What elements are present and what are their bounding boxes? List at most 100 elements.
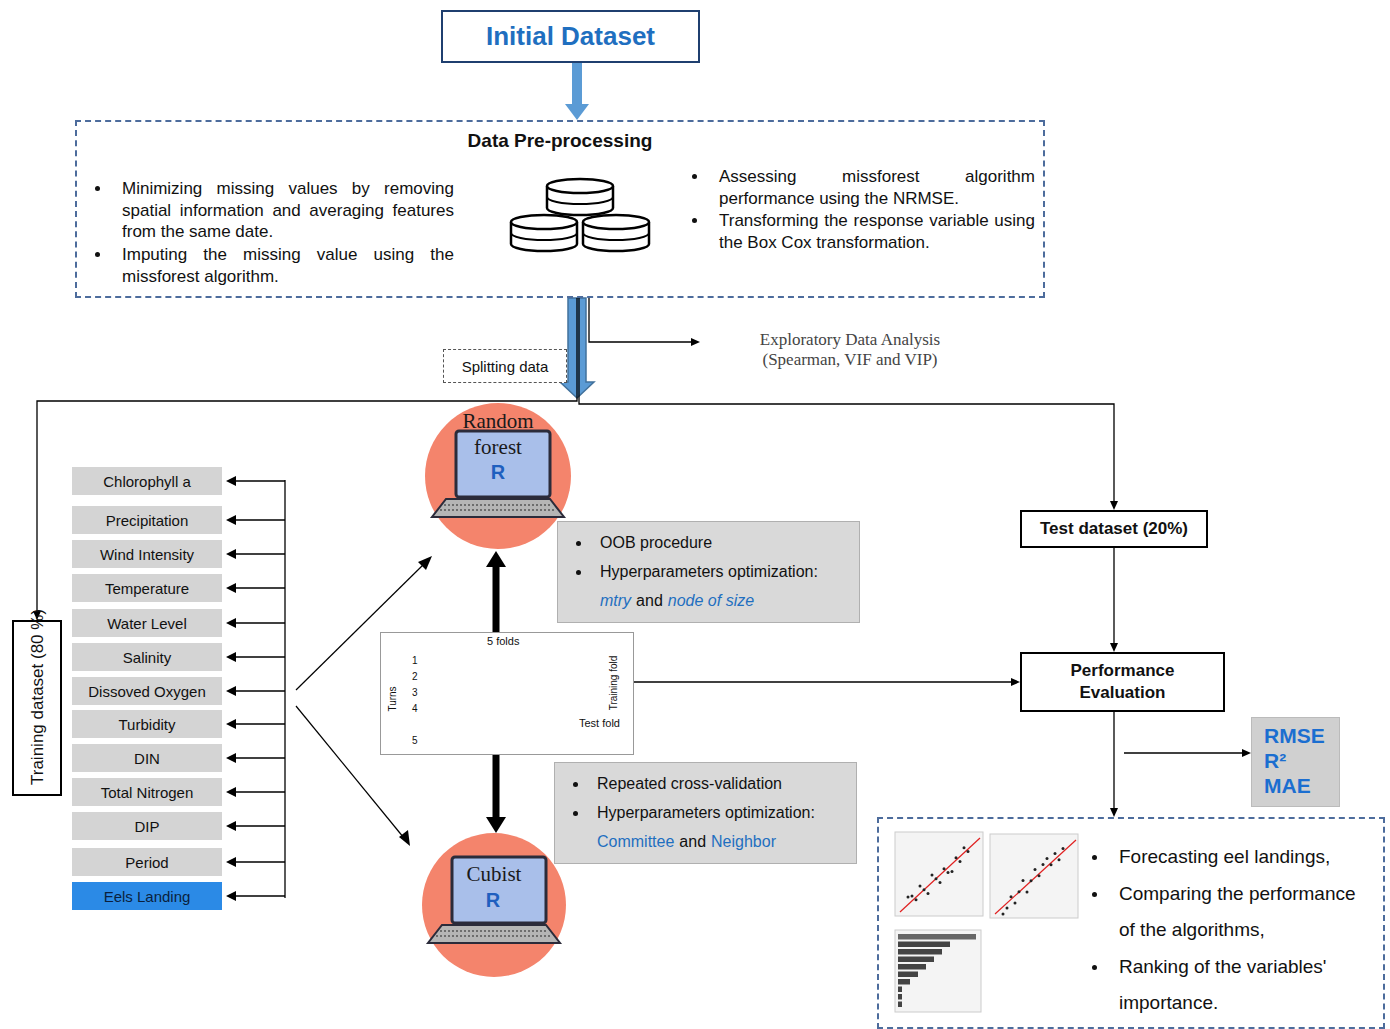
bracket-arrow (234, 656, 285, 657)
label-text: Salinity (123, 649, 171, 666)
node-box: DIP (72, 812, 222, 840)
text-row: mtryandnode of size (600, 592, 754, 610)
label-text: Wind Intensity (100, 546, 194, 563)
label-text: mtry (600, 592, 631, 610)
label-text: 1 (412, 655, 424, 666)
scatter-point (1054, 852, 1057, 855)
label-text: Training dataset (80 %) (27, 635, 49, 785)
scatter-point (911, 894, 914, 897)
scatter-point (919, 885, 922, 888)
arrowhead (1110, 808, 1118, 817)
importance-bar (898, 972, 918, 978)
node-box: Initial Dataset (441, 10, 700, 63)
connector (634, 678, 1020, 686)
node-box: Forecasting eel landings,Comparing the p… (877, 817, 1385, 1029)
label-text: Exploratory Data Analysis (Spearman, VIF… (730, 330, 970, 370)
bracket-arrow (234, 723, 285, 724)
database-band (547, 197, 613, 204)
label-text: Forecasting eel landings, (1119, 839, 1374, 875)
arrowhead (226, 652, 236, 662)
connector (486, 755, 506, 833)
label-text: DIN (134, 750, 160, 767)
label-text: Turbidity (119, 716, 176, 733)
arrowhead (1110, 501, 1118, 510)
node-box: Random forestR (425, 405, 571, 551)
arrowhead (226, 549, 236, 559)
scatter-point (1058, 858, 1061, 861)
arrowhead (226, 686, 236, 696)
label-text: Period (125, 854, 168, 871)
label-text: Hyperparameters optimization: (597, 804, 847, 822)
importance-bar (898, 994, 902, 1000)
scatter-point (963, 846, 966, 849)
keyboard (436, 935, 552, 937)
label-text: MAE (1264, 774, 1336, 798)
arrowhead (226, 515, 236, 525)
label-text: node of size (668, 592, 754, 610)
database-band (583, 233, 649, 240)
arrowhead (1011, 678, 1020, 686)
node-box: Chlorophyll a (72, 467, 222, 495)
label-text: Dissoved Oxygen (88, 683, 206, 700)
node-box: Total Nitrogen (72, 778, 222, 806)
label-text: Hyperparameters optimization: (600, 563, 850, 581)
connector (1124, 749, 1251, 757)
label-text: R² (1264, 749, 1336, 773)
label-text: Ranking of the variables' importance. (1119, 949, 1374, 1021)
arrowhead (691, 338, 700, 346)
node-box: Period (72, 848, 222, 876)
bracket-arrow (234, 791, 285, 792)
scatter-point (923, 888, 926, 891)
label-text: Test fold (579, 717, 631, 729)
arrowhead (226, 719, 236, 729)
scatter-point (1062, 847, 1065, 850)
connector-line (579, 298, 1114, 502)
scatter-point (1042, 863, 1045, 866)
label-text: Assessing missforest algorithm performan… (719, 166, 1035, 209)
scatter-point (951, 870, 954, 873)
importance-bar (898, 987, 902, 993)
bracket-arrow (234, 622, 285, 623)
label-text: R (480, 889, 506, 912)
keyboard (440, 930, 548, 932)
label-text: 4 (412, 703, 424, 714)
label-text: Imputing the missing value using the mis… (122, 244, 454, 287)
connector-line (1113, 548, 1114, 644)
laptop-base (432, 499, 564, 517)
label-text: Random forest (448, 408, 548, 460)
scatter-point (967, 850, 970, 853)
arrowhead (565, 104, 589, 120)
scatter-point (935, 877, 938, 880)
node-box: RMSER²MAE (1251, 717, 1340, 807)
label-text: 5 (412, 735, 424, 746)
arrowhead (486, 551, 506, 567)
connector (579, 298, 1118, 510)
label-text: Minimizing missing values by removing sp… (122, 178, 454, 243)
scatter-point (1034, 868, 1037, 871)
bracket-arrow (234, 587, 285, 588)
scatter-point (1010, 895, 1013, 898)
connector-line (37, 298, 577, 612)
arrowhead (33, 611, 41, 620)
arrowhead (226, 583, 236, 593)
fit-line (900, 838, 980, 912)
label-text: Cubist (444, 861, 544, 887)
arrowhead (226, 753, 236, 763)
importance-bar (898, 949, 942, 955)
bracket-arrow (234, 480, 285, 481)
model-circle (425, 403, 571, 549)
node-box: Test dataset (20%) (1020, 510, 1208, 548)
scatter-point (1050, 863, 1053, 866)
importance-bar (898, 1002, 902, 1008)
label-text: 5 folds (484, 635, 538, 647)
scatter-thumb (990, 834, 1078, 918)
node-box: Salinity (72, 643, 222, 671)
label-text: Performance Evaluation (1048, 660, 1198, 704)
scatter-thumb (895, 832, 983, 916)
label-text: 3 (412, 687, 424, 698)
label-text: Comparing the performance of the algorit… (1119, 876, 1374, 948)
connector (589, 298, 700, 346)
node-box: Exploratory Data Analysis (Spearman, VIF… (700, 326, 1000, 374)
node-box: Dissoved Oxygen (72, 677, 222, 705)
label-text: Total Nitrogen (101, 784, 194, 801)
